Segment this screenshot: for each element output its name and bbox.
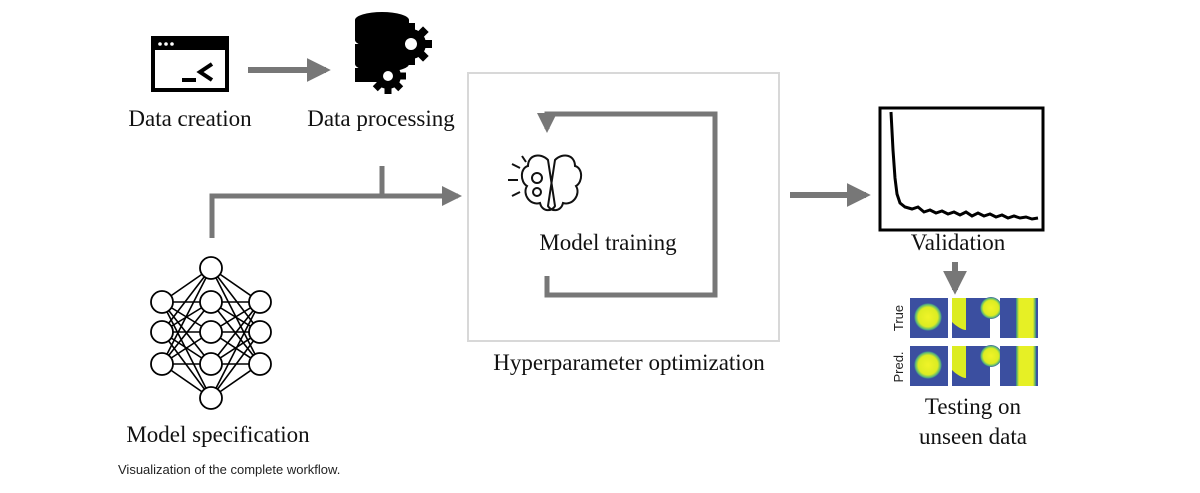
- test-prediction-grid: True Pred.: [891, 297, 1038, 386]
- arrow-inputs-to-training: [209, 166, 462, 238]
- data-processing-label: Data processing: [307, 106, 455, 131]
- nn-connection: [161, 301, 212, 399]
- nn-node: [248, 352, 272, 376]
- terminal-window-icon: [151, 36, 229, 92]
- data-creation-label: Data creation: [128, 106, 252, 131]
- nn-node: [248, 320, 272, 344]
- nn-connection: [210, 301, 261, 399]
- nn-node: [199, 290, 223, 314]
- validation-label: Validation: [911, 230, 1006, 255]
- nn-node: [150, 320, 174, 344]
- nn-node: [150, 352, 174, 376]
- nn-connection: [210, 267, 261, 333]
- hyperparameter-optimization-label: Hyperparameter optimization: [493, 350, 765, 375]
- nn-connection: [161, 267, 212, 365]
- nn-connection: [161, 267, 212, 333]
- row-label-pred: Pred.: [891, 351, 906, 382]
- nn-node: [199, 320, 223, 344]
- testing-label-line1: Testing on: [925, 394, 1022, 419]
- training-loop-arrow: [537, 111, 718, 298]
- model-specification-label: Model specification: [126, 422, 310, 447]
- nn-connection: [210, 331, 261, 399]
- nn-node: [199, 256, 223, 280]
- neural-network-icon: [150, 256, 272, 410]
- nn-node: [248, 290, 272, 314]
- nn-connection: [210, 267, 261, 365]
- nn-connection: [161, 331, 212, 399]
- nn-node: [150, 290, 174, 314]
- row-label-true: True: [891, 305, 906, 331]
- nn-node: [199, 386, 223, 410]
- model-training-label: Model training: [539, 230, 677, 255]
- nn-connection: [161, 301, 212, 365]
- nn-connection: [210, 301, 261, 365]
- loss-curve-plot: [878, 106, 1045, 232]
- nn-node: [199, 352, 223, 376]
- testing-label-line2: unseen data: [919, 424, 1027, 449]
- brain-gears-icon: [508, 154, 583, 212]
- database-gears-icon: [355, 12, 432, 94]
- figure-caption: Visualization of the complete workflow.: [118, 462, 341, 477]
